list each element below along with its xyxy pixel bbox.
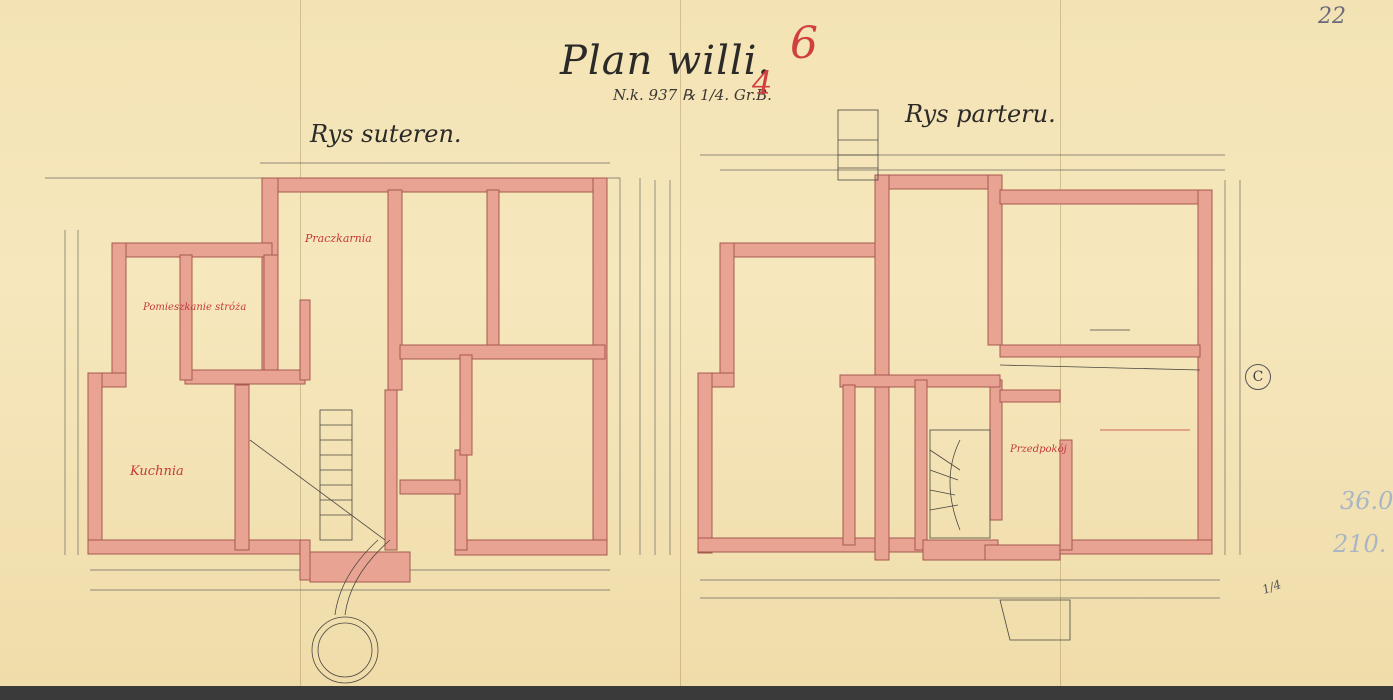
basement-walls — [87, 177, 608, 583]
room-label-przedpokoj: Przedpokój — [1009, 444, 1067, 455]
ground-floor-stairs — [837, 109, 1201, 641]
room-label-kuchnia: Kuchnia — [129, 464, 184, 479]
basement-stairs — [249, 409, 391, 684]
basement-plan-label: Rys suteren. — [310, 120, 462, 148]
red-number-top: 6 — [790, 18, 818, 69]
room-label-praczkarnia: Praczkarnia — [304, 232, 372, 245]
pencil-note-top: 36.0 — [1340, 487, 1393, 515]
ground-floor-walls — [697, 174, 1213, 561]
pencil-note-bottom: 210. — [1333, 530, 1387, 558]
drawing-reference: N.k. 937 ℞ 1/4. Gr.B. — [613, 86, 772, 104]
circle-annotation: C — [1245, 364, 1271, 390]
ground-floor-plan-label: Rys parteru. — [905, 100, 1056, 128]
page-number: 22 — [1318, 4, 1346, 29]
red-number-mid: 4 — [752, 64, 773, 102]
drawing-title: Plan willi. — [560, 38, 772, 84]
room-label-pomieszkanie-stroza: Pomieszkanie stróża — [142, 302, 246, 313]
scan-border — [0, 686, 1393, 700]
fold-line — [680, 0, 681, 700]
